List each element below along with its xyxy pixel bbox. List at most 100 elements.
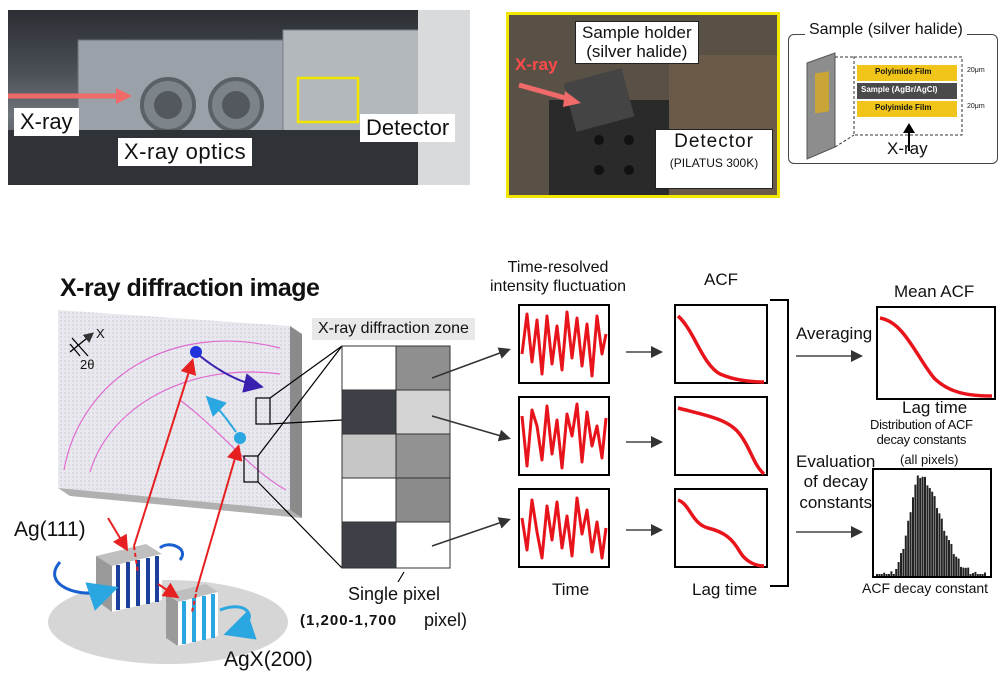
acf-plot-2 xyxy=(674,396,768,476)
time-axis-label: Time xyxy=(552,580,590,599)
mean-acf-title: Mean ACF xyxy=(894,282,975,301)
single-pixel-label: Single pixel xyxy=(348,584,441,604)
histogram-bar xyxy=(919,478,922,576)
middle-detector-label: Detector xyxy=(674,131,754,152)
histogram-bar xyxy=(890,571,893,576)
rotation-arrow-agx xyxy=(219,605,257,640)
pixel-word-label: pixel) xyxy=(424,610,468,630)
histogram-bar xyxy=(878,574,881,576)
averaging-label: Averaging xyxy=(796,324,873,343)
layer-mid-label: Sample (AgBr/AgCl) xyxy=(861,85,938,94)
histogram-bar xyxy=(892,574,895,576)
histogram-bar xyxy=(931,491,934,576)
histogram-bar xyxy=(964,567,967,576)
sample-holder-photo: X-ray Sample holder (silver halide) Dete… xyxy=(506,12,780,198)
thickness-top-label: 20μm xyxy=(967,67,985,74)
histogram-bar xyxy=(907,520,910,576)
histogram-bar xyxy=(895,568,898,576)
acf-bracket xyxy=(770,299,789,587)
acf-plot-1 xyxy=(674,304,768,384)
debye-ring-inner xyxy=(89,371,281,473)
sample-panel-title: Sample (silver halide) xyxy=(805,21,967,39)
fluctuation-column-title: Time-resolved intensity fluctuation xyxy=(490,259,627,296)
axis-2theta-label: 2θ xyxy=(80,357,95,372)
crystal-agx xyxy=(166,584,218,646)
mean-lagtime-label: Lag time xyxy=(902,398,968,417)
left-xray-label: X-ray xyxy=(14,108,79,137)
histogram-bar xyxy=(976,574,979,576)
histogram-bar xyxy=(974,571,977,576)
sample-panel-xray-label: X-ray xyxy=(887,139,928,158)
sample-holder-label: Sample holder (silver halide) xyxy=(575,21,699,65)
layer-top-label: Polyimide Film xyxy=(875,67,932,76)
beamline-photo: X-ray X-ray optics Detector xyxy=(8,10,470,185)
histogram-bar xyxy=(962,567,965,576)
axis-x-label: X xyxy=(96,326,105,341)
histogram-bar xyxy=(880,574,883,576)
histogram-bar xyxy=(940,518,943,576)
rotation-arrow-ag xyxy=(53,561,119,611)
histogram-bar xyxy=(948,540,950,576)
histogram-bar xyxy=(921,476,924,576)
histogram-bar xyxy=(900,553,902,576)
histogram-bar xyxy=(897,562,900,576)
histogram-bar xyxy=(928,488,931,576)
histogram-bar xyxy=(960,566,962,576)
fluctuation-plot-1 xyxy=(518,304,610,384)
sample-panel-art xyxy=(806,52,963,160)
histogram-bar xyxy=(902,548,905,576)
pixel-zone-upper xyxy=(255,397,271,425)
crystal-ag-label: Ag(111) xyxy=(14,518,86,541)
pixel-grid xyxy=(341,345,451,569)
sample-panel: Sample (silver halide) Polyimide Film Sa… xyxy=(788,21,998,164)
histogram-bar xyxy=(955,556,958,576)
histogram-bar xyxy=(885,574,888,576)
detector-model-label: (PILATUS 300K) xyxy=(669,155,759,170)
crystal-agx-label: AgX(200) xyxy=(224,648,313,671)
histogram-bar xyxy=(926,485,929,576)
lagtime-axis-label: Lag time xyxy=(692,580,758,599)
histogram-xlabel: ACF decay constant xyxy=(862,580,989,596)
histogram-bar xyxy=(938,513,941,576)
diffraction-spot-ag xyxy=(190,346,202,358)
layer-bottom-label: Polyimide Film xyxy=(875,103,932,112)
diffraction-zone-label: X-ray diffraction zone xyxy=(312,318,475,340)
debye-ring-outer xyxy=(63,340,281,471)
histogram-bar xyxy=(969,574,972,576)
histogram-plot xyxy=(872,468,992,578)
histogram-bar xyxy=(909,512,912,576)
pixel-count-label: (1,200-1,700 xyxy=(300,612,398,629)
histogram-bar xyxy=(904,535,907,576)
xray-optics-label: X-ray optics xyxy=(118,138,253,167)
histogram-bar xyxy=(936,508,938,576)
histogram-bar xyxy=(933,496,936,576)
pixel-zone-lower xyxy=(243,455,259,483)
diffraction-spot-agx xyxy=(234,432,246,444)
diffraction-image-title: X-ray diffraction image xyxy=(60,274,320,302)
histogram-bar xyxy=(883,572,886,576)
fluctuation-plot-2 xyxy=(518,396,610,476)
histogram-bar xyxy=(979,574,982,576)
histogram-bar xyxy=(952,554,955,576)
histogram-bar xyxy=(916,475,919,576)
detector-box: Detector (PILATUS 300K) xyxy=(655,129,773,189)
histogram-bar xyxy=(984,572,986,576)
distribution-title: Distribution of ACF decay constants xyxy=(870,417,973,447)
histogram-bar xyxy=(945,535,948,576)
histogram-bar xyxy=(914,484,917,576)
histogram-bar xyxy=(981,574,984,576)
left-detector-label: Detector xyxy=(360,114,456,143)
histogram-bar xyxy=(943,530,946,576)
evaluation-label: Evaluation of decay constants xyxy=(796,452,876,512)
thickness-bottom-label: 20μm xyxy=(967,103,985,110)
acf-column-title: ACF xyxy=(704,270,738,289)
crystal-ag xyxy=(96,544,162,612)
mean-acf-plot xyxy=(876,306,996,400)
middle-xray-label: X-ray xyxy=(515,55,558,74)
histogram-bar xyxy=(967,567,970,576)
histogram-bar xyxy=(876,574,878,576)
histogram-bar xyxy=(888,574,890,576)
histogram-bar xyxy=(972,573,974,576)
histogram-bar xyxy=(950,543,953,576)
